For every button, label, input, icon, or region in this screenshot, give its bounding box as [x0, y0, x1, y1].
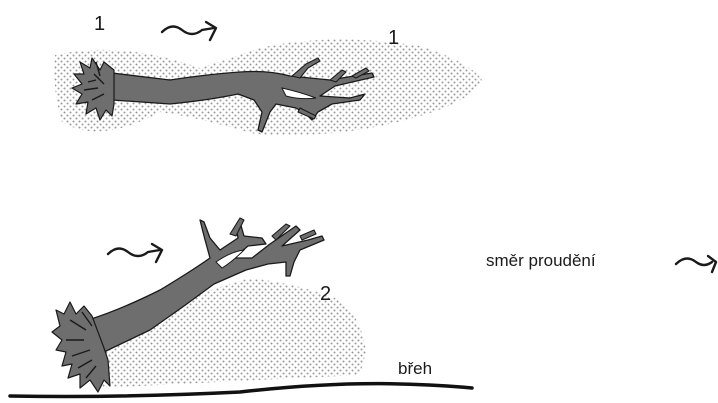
- sediment-zone-1-label: 1: [388, 28, 399, 48]
- wavy-arrow-icon: [108, 244, 162, 262]
- wavy-arrow-icon: [162, 22, 216, 40]
- bank-label: břeh: [398, 360, 432, 377]
- tree-1-label: 1: [94, 14, 105, 34]
- bank-line: [10, 384, 472, 397]
- flow-direction-legend: směr proudění: [486, 252, 596, 269]
- wavy-arrow-icon: [676, 256, 716, 272]
- tree-2-label: 2: [320, 284, 331, 304]
